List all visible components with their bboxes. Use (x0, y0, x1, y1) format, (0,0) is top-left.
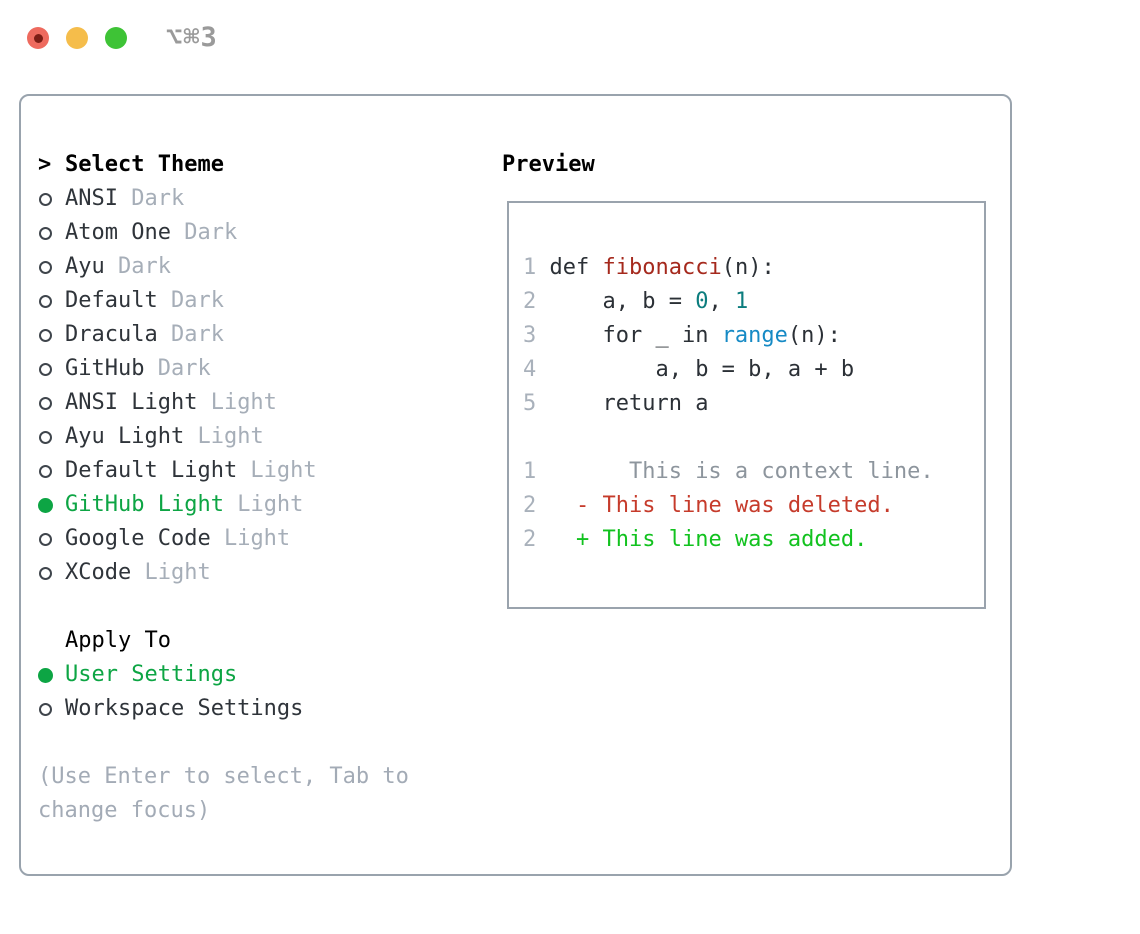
preview-box: 1 def fibonacci(n): 2 a, b = 0, 1 3 for _ … (507, 201, 986, 609)
theme-option-label: GitHub Light Light (65, 492, 304, 517)
theme-option-label: GitHub Dark (65, 356, 211, 381)
preview-line-8: 2 - This line was deleted. (523, 493, 894, 518)
theme-option-ayu[interactable]: Ayu Dark (38, 250, 409, 284)
radio-icon (39, 328, 52, 342)
theme-option-label: Default Dark (65, 288, 224, 313)
preview-line-1: 1 def fibonacci(n): (523, 255, 775, 280)
radio-selected-icon (38, 497, 53, 513)
theme-option-xcode[interactable]: XCode Light (38, 556, 409, 590)
theme-option-atom-one[interactable]: Atom One Dark (38, 216, 409, 250)
close-button[interactable] (27, 27, 49, 49)
preview-line-9: 2 + This line was added. (523, 527, 868, 552)
theme-option-ansi[interactable]: ANSI Dark (38, 182, 409, 216)
theme-option-default[interactable]: Default Dark (38, 284, 409, 318)
prompt-arrow-icon: > (38, 152, 52, 177)
theme-option-ayu-light[interactable]: Ayu Light Light (38, 420, 409, 454)
radio-icon (39, 192, 52, 206)
preview-line-6 (523, 421, 984, 455)
title-bar: ⌥⌘3 (0, 0, 1140, 70)
theme-option-label: Default Light Light (65, 458, 317, 483)
hint-text-line-2: change focus) (38, 798, 211, 823)
traffic-lights (27, 27, 127, 49)
preview-title: Preview (502, 152, 595, 177)
close-dot-icon (33, 33, 43, 43)
spacer (38, 726, 409, 760)
radio-icon (39, 294, 52, 308)
minimize-button[interactable] (66, 27, 88, 49)
select-theme-title: Select Theme (65, 152, 224, 177)
preview-line-4: 4 a, b = b, a + b (523, 357, 855, 382)
apply-option-workspace-settings[interactable]: Workspace Settings (38, 692, 409, 726)
spacer (38, 590, 409, 624)
theme-option-github[interactable]: GitHub Dark (38, 352, 409, 386)
theme-option-github-light[interactable]: GitHub Light Light (38, 488, 409, 522)
radio-icon (39, 430, 52, 444)
theme-option-label: XCode Light (65, 560, 211, 585)
theme-option-label: Dracula Dark (65, 322, 224, 347)
radio-icon (39, 566, 52, 580)
theme-option-default-light[interactable]: Default Light Light (38, 454, 409, 488)
preview-line-5: 5 return a (523, 391, 709, 416)
preview-line-3: 3 for _ in range(n): (523, 323, 841, 348)
select-theme-header: > Select Theme (38, 148, 409, 182)
apply-to-header: Apply To (38, 624, 409, 658)
radio-icon (39, 260, 52, 274)
preview-line-7: 1 This is a context line. (523, 459, 934, 484)
theme-option-dracula[interactable]: Dracula Dark (38, 318, 409, 352)
apply-option-label: User Settings (65, 662, 238, 687)
radio-icon (39, 396, 52, 410)
apply-option-user-settings[interactable]: User Settings (38, 658, 409, 692)
theme-option-label: Atom One Dark (65, 220, 238, 245)
apply-option-label: Workspace Settings (65, 696, 304, 721)
radio-icon (39, 532, 52, 546)
theme-option-label: ANSI Light Light (65, 390, 277, 415)
theme-option-ansi-light[interactable]: ANSI Light Light (38, 386, 409, 420)
radio-selected-icon (38, 667, 53, 683)
window-title: ⌥⌘3 (166, 22, 218, 53)
theme-option-label: Ayu Light Light (65, 424, 264, 449)
radio-icon (39, 702, 52, 716)
preview-line-2: 2 a, b = 0, 1 (523, 289, 749, 314)
radio-icon (39, 464, 52, 478)
theme-option-google-code[interactable]: Google Code Light (38, 522, 409, 556)
zoom-button[interactable] (105, 27, 127, 49)
theme-option-label: Ayu Dark (65, 254, 171, 279)
apply-to-title: Apply To (65, 628, 171, 653)
theme-option-label: Google Code Light (65, 526, 291, 551)
hint-text-line-1: (Use Enter to select, Tab to (38, 764, 409, 789)
theme-option-label: ANSI Dark (65, 186, 185, 211)
radio-icon (39, 226, 52, 240)
radio-icon (39, 362, 52, 376)
